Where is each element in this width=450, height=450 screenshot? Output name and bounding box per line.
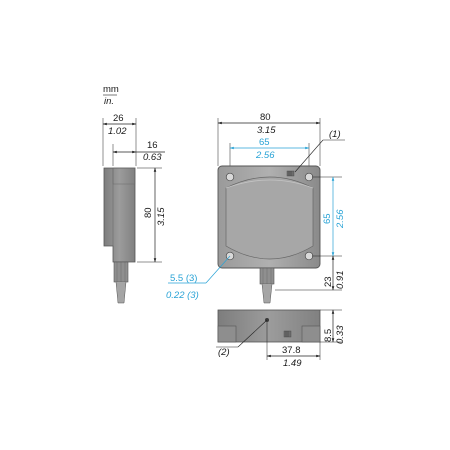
bottom-offset-in: 1.49 xyxy=(283,358,302,369)
hole-spacing-in: 2.56 xyxy=(255,150,275,161)
side-depth-mm: 16 xyxy=(147,140,158,151)
mount-hole-br xyxy=(304,251,314,261)
vert-spacing-mm: 65 xyxy=(322,213,333,224)
hole-spacing-mm: 65 xyxy=(259,137,270,148)
side-height-in: 3.15 xyxy=(156,207,167,226)
side-depth-in: 0.63 xyxy=(143,152,162,163)
offset-mm: 23 xyxy=(323,276,334,287)
bottom-offset-mm: 37.8 xyxy=(282,345,301,356)
hole-dia-mm: 5.5 (3) xyxy=(170,273,197,284)
front-width-mm: 80 xyxy=(260,112,271,123)
led-indicator xyxy=(286,170,295,177)
unit-mm: mm xyxy=(103,84,119,95)
mount-hole-tr xyxy=(304,172,314,182)
mount-hole-tl xyxy=(225,172,235,182)
note-2: (2) xyxy=(218,347,230,358)
sensing-face xyxy=(225,176,314,260)
front-width-in: 3.15 xyxy=(257,125,276,136)
side-height-mm: 80 xyxy=(143,207,154,218)
side-view: 26 1.02 16 0.63 80 3.15 xyxy=(102,113,167,304)
side-body xyxy=(103,167,136,263)
unit-in: in. xyxy=(104,96,114,107)
front-view: 80 3.15 65 2.56 (1) 6 xyxy=(166,112,346,304)
units-legend: mm in. xyxy=(103,84,119,107)
hole-dia-in: 0.22 (3) xyxy=(166,290,199,301)
offset-in: 0.91 xyxy=(335,271,346,290)
note-1: (1) xyxy=(329,129,341,140)
side-width-in: 1.02 xyxy=(108,126,127,137)
bottom-view: (2) 8.5 0.33 37.8 1.49 xyxy=(216,309,346,369)
thickness-mm: 8.5 xyxy=(323,329,334,342)
side-width-mm: 26 xyxy=(113,113,124,124)
vert-spacing-in: 2.56 xyxy=(335,209,346,229)
thickness-in: 0.33 xyxy=(335,325,346,344)
